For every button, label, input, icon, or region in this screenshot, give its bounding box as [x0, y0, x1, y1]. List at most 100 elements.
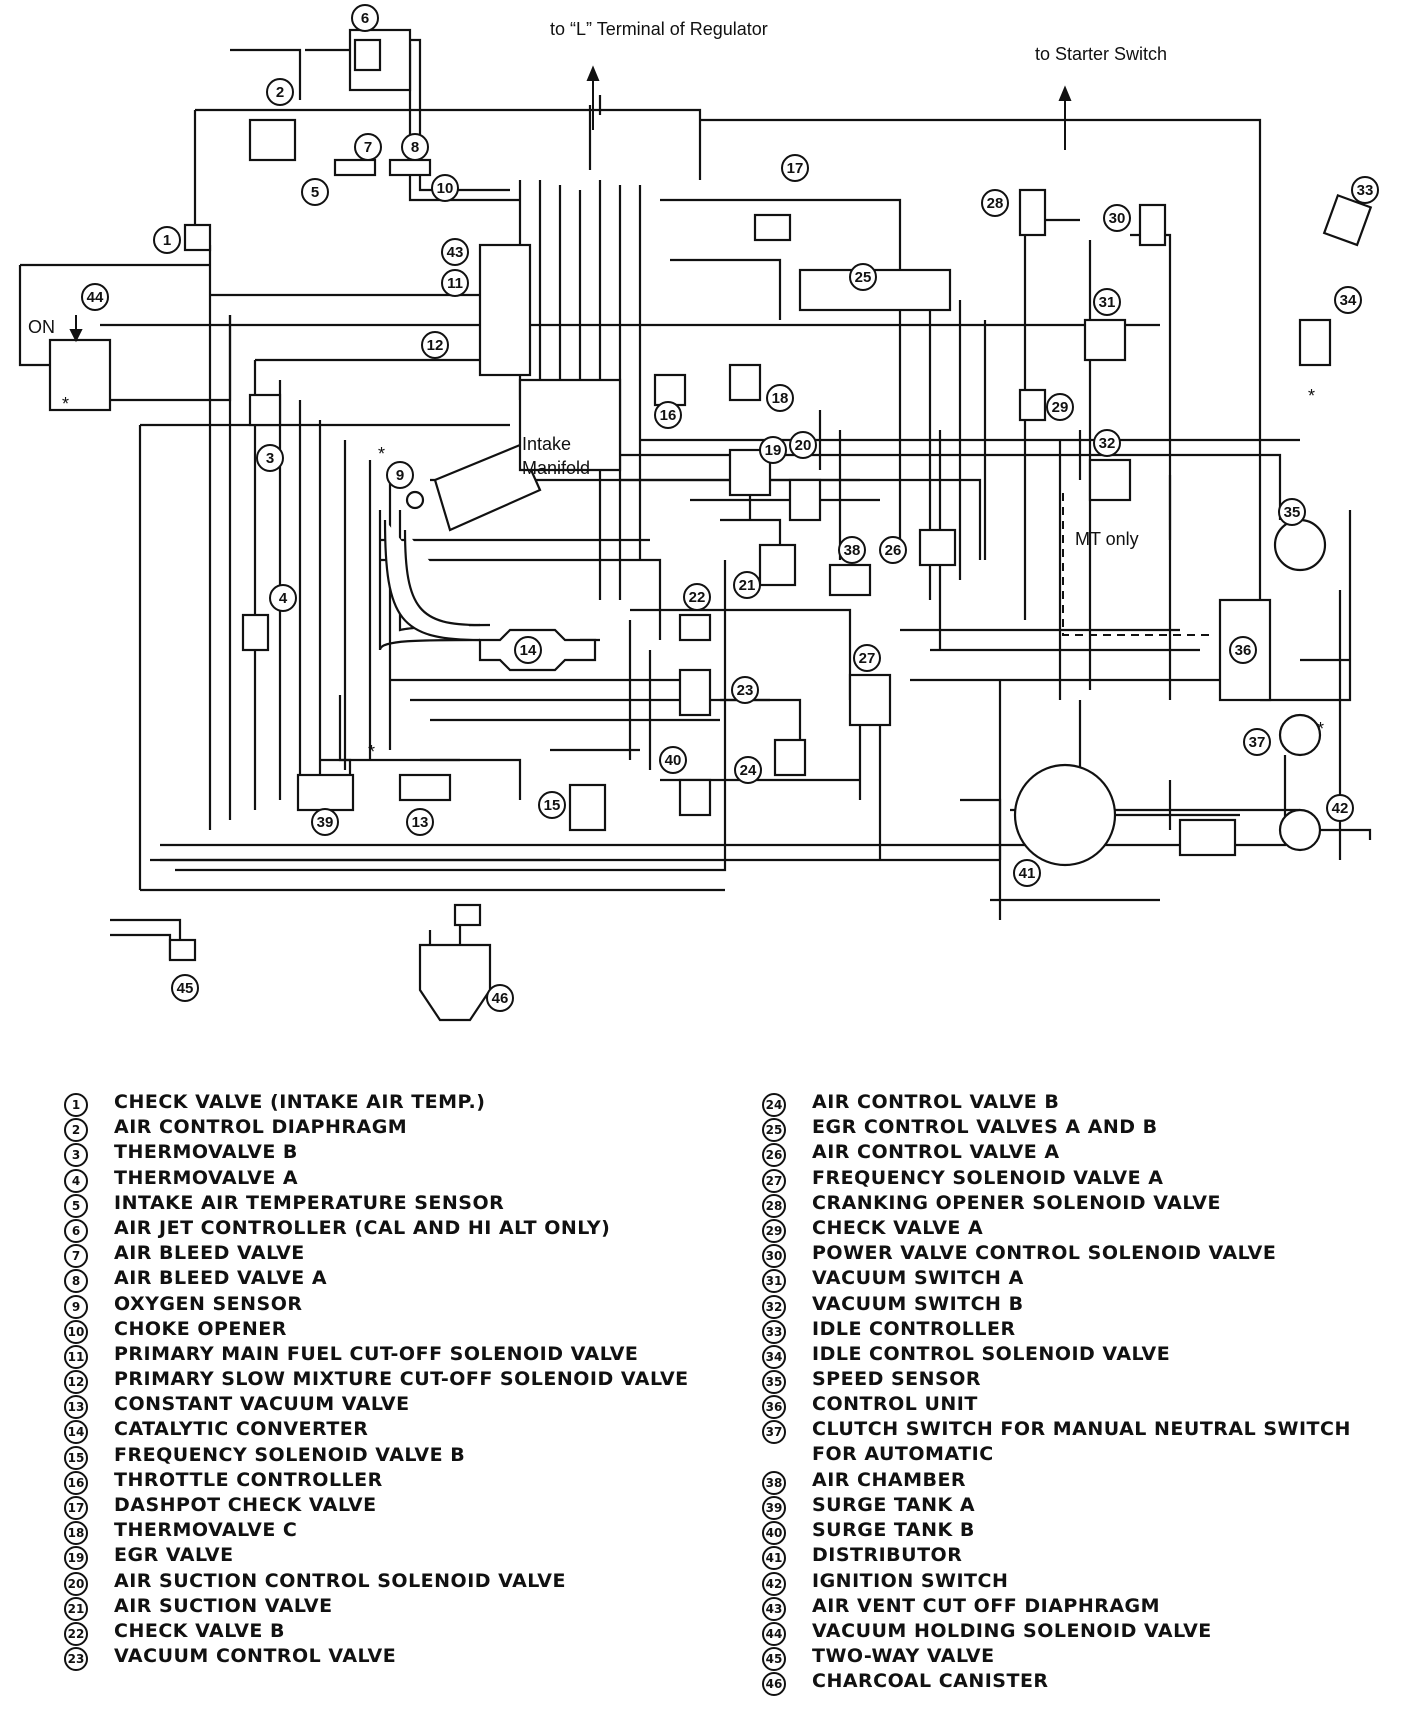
callout-21: 21 — [733, 571, 761, 599]
legend-text: CATALYTIC CONVERTER — [114, 1418, 369, 1441]
svg-text:36: 36 — [1235, 642, 1252, 659]
dashpot-check-valve-body — [753, 213, 792, 242]
hose-lines — [18, 38, 1372, 960]
ignition-switch-body — [1278, 808, 1322, 852]
svg-text:24: 24 — [740, 762, 757, 779]
legend-text: CONSTANT VACUUM VALVE — [114, 1393, 410, 1416]
legend-text: AIR BLEED VALVE — [114, 1242, 305, 1265]
legend-number-badge: 46 — [762, 1672, 786, 1697]
air-cleaner-duct — [433, 443, 542, 532]
legend-text: AIR VENT CUT OFF DIAPHRAGM — [812, 1594, 1161, 1617]
idle-control-solenoid-body — [1298, 318, 1332, 367]
vacuum-switch-b-body — [1088, 458, 1132, 502]
intake-label: Intake — [522, 434, 571, 454]
callout-28: 28 — [981, 189, 1009, 217]
svg-text:42: 42 — [1332, 800, 1349, 817]
svg-text:43: 43 — [447, 244, 464, 261]
svg-text:23: 23 — [737, 682, 754, 699]
legend-text: PRIMARY SLOW MIXTURE CUT-OFF SOLENOID VA… — [114, 1368, 689, 1391]
air-bleed-valve-body — [333, 158, 377, 177]
legend-item: 12 PRIMARY SLOW MIXTURE CUT-OFF SOLENOID … — [58, 1367, 698, 1395]
on-label: ON — [28, 317, 55, 337]
air-control-valve-a-body — [918, 528, 957, 567]
legend-text: CRANKING OPENER SOLENOID VALVE — [812, 1191, 1221, 1214]
svg-text:41: 41 — [1019, 865, 1036, 882]
callout-4: 4 — [269, 584, 297, 612]
legend-number-badge: 14 — [64, 1420, 88, 1445]
legend-number-badge: 8 — [64, 1269, 88, 1294]
callout-44: 44 — [81, 283, 109, 311]
callout-9: 9 — [386, 461, 414, 489]
legend-text: SURGE TANK A — [812, 1494, 976, 1517]
vacuum-switch-a-body — [1083, 318, 1127, 362]
legend-text: VACUUM CONTROL VALVE — [114, 1645, 397, 1668]
legend-number-badge: 34 — [762, 1344, 786, 1369]
callout-6: 6 — [351, 4, 379, 32]
thermovalve-c-body — [728, 363, 762, 402]
legend-number-badge: 12 — [64, 1370, 88, 1395]
legend-text: AIR CONTROL VALVE B — [812, 1091, 1060, 1113]
cranking-opener-solenoid-body — [1018, 188, 1047, 237]
legend-number-badge: 2 — [64, 1118, 88, 1143]
legend-number-badge: 28 — [762, 1193, 786, 1218]
distributor-coil — [1178, 818, 1237, 857]
legend-text: PRIMARY MAIN FUEL CUT-OFF SOLENOID VALVE — [114, 1342, 639, 1365]
legend-number-badge: 22 — [64, 1621, 88, 1646]
legend-number-badge: 43 — [762, 1596, 786, 1621]
legend-text: THERMOVALVE C — [114, 1519, 298, 1542]
mt-only-label: MT only — [1075, 529, 1139, 549]
svg-text:4: 4 — [279, 590, 288, 607]
svg-text:32: 32 — [1099, 435, 1116, 452]
manifold-label: Manifold — [522, 458, 590, 478]
callout-17: 17 — [781, 154, 809, 182]
legend-text: SPEED SENSOR — [812, 1368, 981, 1391]
exhaust-pipe — [383, 519, 481, 642]
callout-41: 41 — [1013, 859, 1041, 887]
legend-number-badge: 40 — [762, 1521, 786, 1546]
legend-number-badge: 29 — [762, 1218, 786, 1243]
svg-text:8: 8 — [411, 139, 419, 156]
callout-1: 1 — [153, 226, 181, 254]
legend-number-badge: 23 — [64, 1647, 88, 1672]
svg-text:40: 40 — [665, 752, 682, 769]
legend-item: 14 CATALYTIC CONVERTER — [58, 1417, 698, 1445]
legend-number-badge: 21 — [64, 1596, 88, 1621]
callout-12: 12 — [421, 331, 449, 359]
legend-number-badge: 44 — [762, 1621, 786, 1646]
svg-text:28: 28 — [987, 195, 1004, 212]
callout-22: 22 — [683, 583, 711, 611]
callout-33: 33 — [1351, 176, 1379, 204]
svg-text:12: 12 — [427, 337, 444, 354]
constant-vacuum-valve-body — [398, 773, 452, 802]
svg-text:30: 30 — [1109, 210, 1126, 227]
svg-text:16: 16 — [660, 407, 677, 424]
component-shapes — [48, 28, 1373, 1022]
idle-controller-body — [1322, 193, 1373, 247]
legend-text: INTAKE AIR TEMPERATURE SENSOR — [114, 1191, 505, 1214]
legend-number-badge: 31 — [762, 1269, 786, 1294]
callout-35: 35 — [1278, 498, 1306, 526]
legend-item: 43 AIR VENT CUT OFF DIAPHRAGM — [756, 1594, 1376, 1621]
legend-number-badge: 26 — [762, 1143, 786, 1168]
legend-text: TWO-WAY VALVE — [812, 1645, 995, 1668]
callout-45: 45 — [171, 974, 199, 1002]
svg-text:3: 3 — [266, 450, 274, 467]
legend-text: FREQUENCY SOLENOID VALVE A — [812, 1166, 1164, 1189]
svg-text:17: 17 — [787, 160, 804, 177]
legend-text: CLUTCH SWITCH FOR MANUAL NEUTRAL SWITCH … — [812, 1418, 1351, 1466]
